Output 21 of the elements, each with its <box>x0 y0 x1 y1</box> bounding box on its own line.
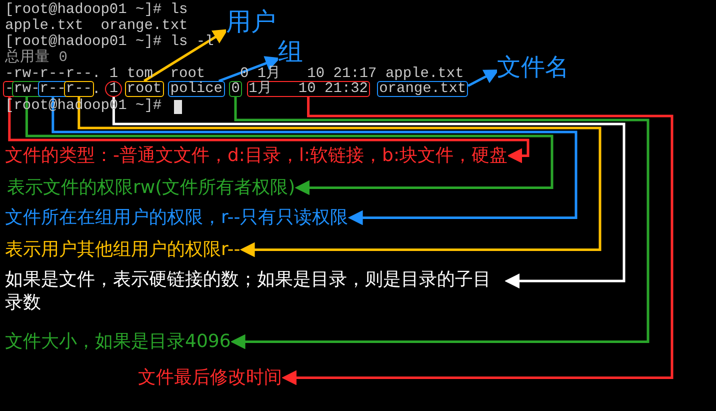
highlighted-field: orange.txt <box>377 81 468 97</box>
output-line: 总用量 0 <box>5 50 68 66</box>
output-line: apple.txt orange.txt <box>5 18 188 34</box>
arrow <box>218 56 280 82</box>
dot-text: . <box>92 82 101 98</box>
arrow <box>282 97 674 386</box>
command-line: [root@hadoop01 ~]# ls <box>5 2 188 18</box>
arrow <box>25 97 554 196</box>
arrow <box>230 97 650 350</box>
circled-field: 1 <box>105 81 122 97</box>
arrow <box>468 70 500 87</box>
arrow <box>78 97 602 258</box>
arrow <box>8 97 530 164</box>
highlighted-field: r-- <box>64 81 94 97</box>
arrow <box>112 97 626 288</box>
highlighted-field: police <box>168 81 225 97</box>
arrow <box>52 97 578 226</box>
highlighted-field: root <box>124 81 164 97</box>
highlighted-field: 1月 10 21:32 <box>246 81 370 97</box>
arrow <box>144 29 228 82</box>
highlighted-field: 0 <box>229 81 242 97</box>
